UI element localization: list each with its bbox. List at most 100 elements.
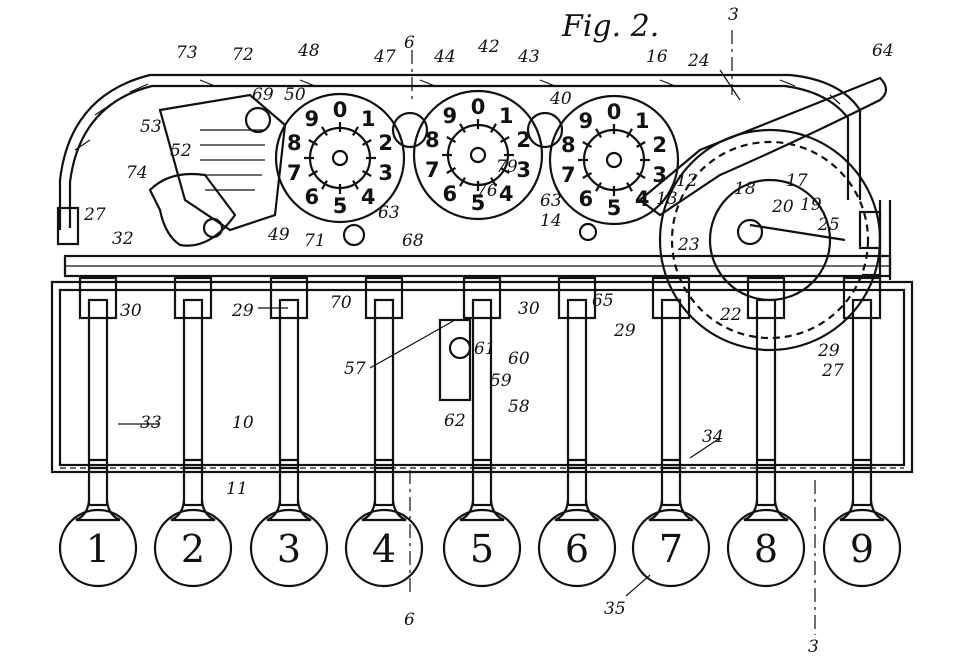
key-button[interactable] bbox=[631, 508, 711, 588]
wheel-rim bbox=[412, 89, 544, 221]
hub-tooth bbox=[308, 170, 319, 177]
key-7[interactable]: 7 bbox=[631, 276, 711, 588]
key-3[interactable]: 3 bbox=[249, 276, 329, 588]
rod-bracket-left bbox=[56, 206, 80, 246]
hub-tooth bbox=[361, 139, 372, 146]
wheel-digit: 3 bbox=[516, 158, 531, 182]
ref-79: 79 bbox=[496, 157, 518, 177]
ref-19: 19 bbox=[800, 195, 822, 215]
key-button[interactable] bbox=[58, 508, 138, 588]
wheel-digit: 9 bbox=[578, 109, 593, 133]
ref-18: 18 bbox=[734, 179, 756, 199]
figure-label: Fig. 2. bbox=[561, 9, 659, 44]
wheel-digit: 3 bbox=[378, 161, 393, 185]
ref-20: 20 bbox=[771, 197, 794, 217]
ref-61: 61 bbox=[474, 339, 496, 359]
ref-64: 64 bbox=[872, 41, 894, 61]
key-8[interactable]: 8 bbox=[726, 276, 806, 588]
key-button[interactable] bbox=[822, 508, 902, 588]
ref-42: 42 bbox=[477, 37, 500, 57]
key-button[interactable] bbox=[726, 508, 806, 588]
ref-50: 50 bbox=[284, 85, 306, 105]
key-button[interactable] bbox=[537, 508, 617, 588]
ref-58: 58 bbox=[508, 397, 530, 417]
ref-16: 16 bbox=[646, 47, 668, 67]
pinion-40 bbox=[526, 111, 564, 149]
key-1[interactable]: 1 bbox=[58, 276, 138, 588]
wheel-axle bbox=[605, 151, 623, 169]
key-6[interactable]: 6 bbox=[537, 276, 617, 588]
key-bracket bbox=[173, 276, 213, 320]
key-label: 1 bbox=[86, 527, 110, 571]
wheel-digit: 2 bbox=[516, 128, 531, 152]
key-label: 5 bbox=[470, 527, 494, 571]
key-bracket bbox=[651, 276, 691, 320]
ref-72: 72 bbox=[232, 45, 254, 65]
ref-32: 32 bbox=[112, 229, 134, 249]
key-2[interactable]: 2 bbox=[153, 276, 233, 588]
wheel-digit: 3 bbox=[652, 163, 667, 187]
key-button[interactable] bbox=[153, 508, 233, 588]
ref-48: 48 bbox=[297, 41, 320, 61]
key-stem bbox=[182, 298, 204, 507]
sector-rack bbox=[148, 93, 287, 247]
hub-tooth bbox=[352, 126, 359, 137]
wheel-hub-gear bbox=[308, 126, 372, 190]
section-mark-6-bottom: 6 bbox=[404, 610, 415, 630]
hub-tooth bbox=[361, 170, 372, 177]
lever-arm bbox=[638, 76, 888, 217]
ref-43: 43 bbox=[517, 47, 540, 67]
leader-lines bbox=[118, 69, 741, 597]
key-button[interactable] bbox=[442, 508, 522, 588]
ref-11: 11 bbox=[226, 479, 248, 499]
wheel-digit: 8 bbox=[287, 131, 302, 155]
ref-44: 44 bbox=[433, 47, 456, 67]
key-9[interactable]: 9 bbox=[822, 276, 902, 588]
reference-numerals: 73 72 48 47 44 42 43 16 24 64 69 50 40 5… bbox=[83, 37, 894, 619]
key-stem bbox=[755, 298, 777, 507]
wheel-digit: 5 bbox=[471, 191, 486, 215]
ref-70: 70 bbox=[330, 293, 352, 313]
hub-tooth bbox=[635, 141, 646, 148]
wheel-digit: 0 bbox=[607, 100, 622, 124]
ref-76: 76 bbox=[476, 181, 498, 201]
key-neck bbox=[170, 499, 216, 522]
hub-tooth bbox=[499, 167, 510, 174]
pawl-bracket-58 bbox=[438, 318, 472, 402]
key-stem bbox=[373, 298, 395, 507]
hub-tooth bbox=[490, 123, 497, 134]
wheel-digit: 0 bbox=[333, 98, 348, 122]
ref-17: 17 bbox=[786, 171, 808, 191]
pawl-74 bbox=[148, 172, 237, 247]
key-stem bbox=[471, 298, 493, 507]
key-label: 8 bbox=[754, 527, 778, 571]
wheel-axle bbox=[469, 146, 487, 164]
hub-tooth bbox=[459, 123, 466, 134]
hub-tooth bbox=[499, 136, 510, 143]
pawl-pivot-59 bbox=[448, 336, 472, 360]
roller-72 bbox=[244, 106, 272, 134]
key-button[interactable] bbox=[249, 508, 329, 588]
crank-pivot-18 bbox=[736, 218, 764, 246]
wheel-hub-gear bbox=[582, 128, 646, 192]
wheel-digit: 8 bbox=[425, 128, 440, 152]
key-label: 9 bbox=[850, 527, 874, 571]
wheel-digit: 6 bbox=[304, 185, 319, 209]
key-5[interactable]: 5 bbox=[442, 276, 522, 588]
wheel-digit: 5 bbox=[607, 196, 622, 220]
ref-13: 13 bbox=[656, 189, 678, 209]
ref-73: 73 bbox=[176, 43, 198, 63]
key-button[interactable] bbox=[344, 508, 424, 588]
ref-29-right: 29 bbox=[817, 341, 840, 361]
key-4[interactable]: 4 bbox=[344, 276, 424, 588]
ref-49: 49 bbox=[267, 225, 290, 245]
key-stem bbox=[278, 298, 300, 507]
key-neck bbox=[361, 499, 407, 522]
key-neck bbox=[459, 499, 505, 522]
wheel-axle bbox=[331, 149, 349, 167]
ref-10: 10 bbox=[232, 413, 254, 433]
ref-29-left: 29 bbox=[231, 301, 254, 321]
key-bracket bbox=[364, 276, 404, 320]
